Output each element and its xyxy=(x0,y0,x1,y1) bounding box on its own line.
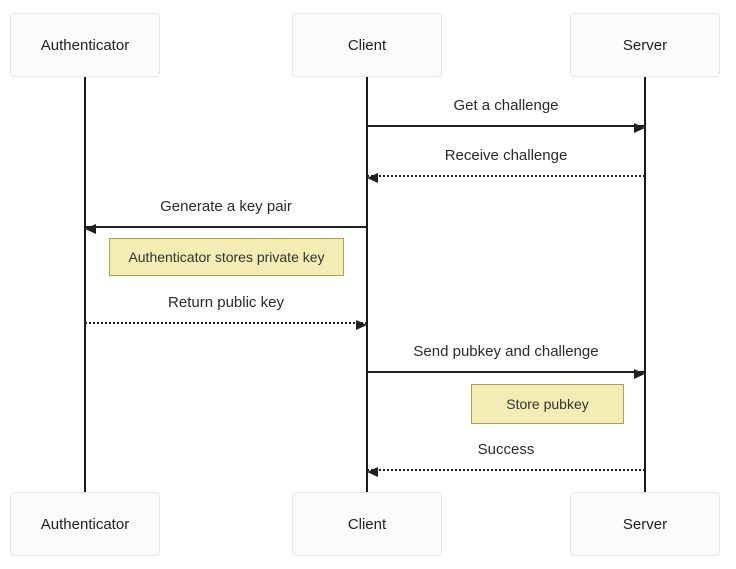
actor-label-client: Client xyxy=(347,36,387,54)
actor-label-server: Server xyxy=(622,36,668,54)
lifeline-server xyxy=(644,77,646,492)
actor-label-authenticator: Authenticator xyxy=(40,36,130,54)
actor-label-client: Client xyxy=(347,515,387,533)
message-line-send-pubkey-and-challenge xyxy=(367,369,645,379)
arrowhead-right-icon xyxy=(634,369,645,379)
note-label: Store pubkey xyxy=(506,396,589,412)
message-label-receive-challenge: Receive challenge xyxy=(444,147,568,164)
message-line-receive-challenge xyxy=(367,173,645,183)
actor-box-authenticator-bottom: Authenticator xyxy=(10,492,160,556)
note-authenticator-stores-private-key: Authenticator stores private key xyxy=(109,238,344,276)
note-label: Authenticator stores private key xyxy=(128,249,325,265)
actor-box-server-bottom: Server xyxy=(570,492,720,556)
actor-box-client-top: Client xyxy=(292,13,442,77)
message-line-get-a-challenge xyxy=(367,123,645,133)
message-label-success: Success xyxy=(477,441,535,458)
actor-label-authenticator: Authenticator xyxy=(40,515,130,533)
arrowhead-left-icon xyxy=(85,224,96,234)
actor-box-server-top: Server xyxy=(570,13,720,77)
arrowhead-left-icon xyxy=(367,467,378,477)
note-store-pubkey: Store pubkey xyxy=(471,384,624,424)
message-line-generate-a-key-pair xyxy=(85,224,367,234)
message-label-send-pubkey-and-challenge: Send pubkey and challenge xyxy=(413,343,599,360)
message-line-return-public-key xyxy=(85,320,367,330)
message-label-get-a-challenge: Get a challenge xyxy=(453,97,559,114)
arrowhead-left-icon xyxy=(367,173,378,183)
arrowhead-right-icon xyxy=(356,320,367,330)
lifeline-authenticator xyxy=(84,77,86,492)
message-line-success xyxy=(367,467,645,477)
actor-box-client-bottom: Client xyxy=(292,492,442,556)
arrowhead-right-icon xyxy=(634,123,645,133)
lifeline-client xyxy=(366,77,368,492)
actor-box-authenticator-top: Authenticator xyxy=(10,13,160,77)
actor-label-server: Server xyxy=(622,515,668,533)
message-label-generate-a-key-pair: Generate a key pair xyxy=(160,198,292,215)
message-label-return-public-key: Return public key xyxy=(168,294,284,311)
